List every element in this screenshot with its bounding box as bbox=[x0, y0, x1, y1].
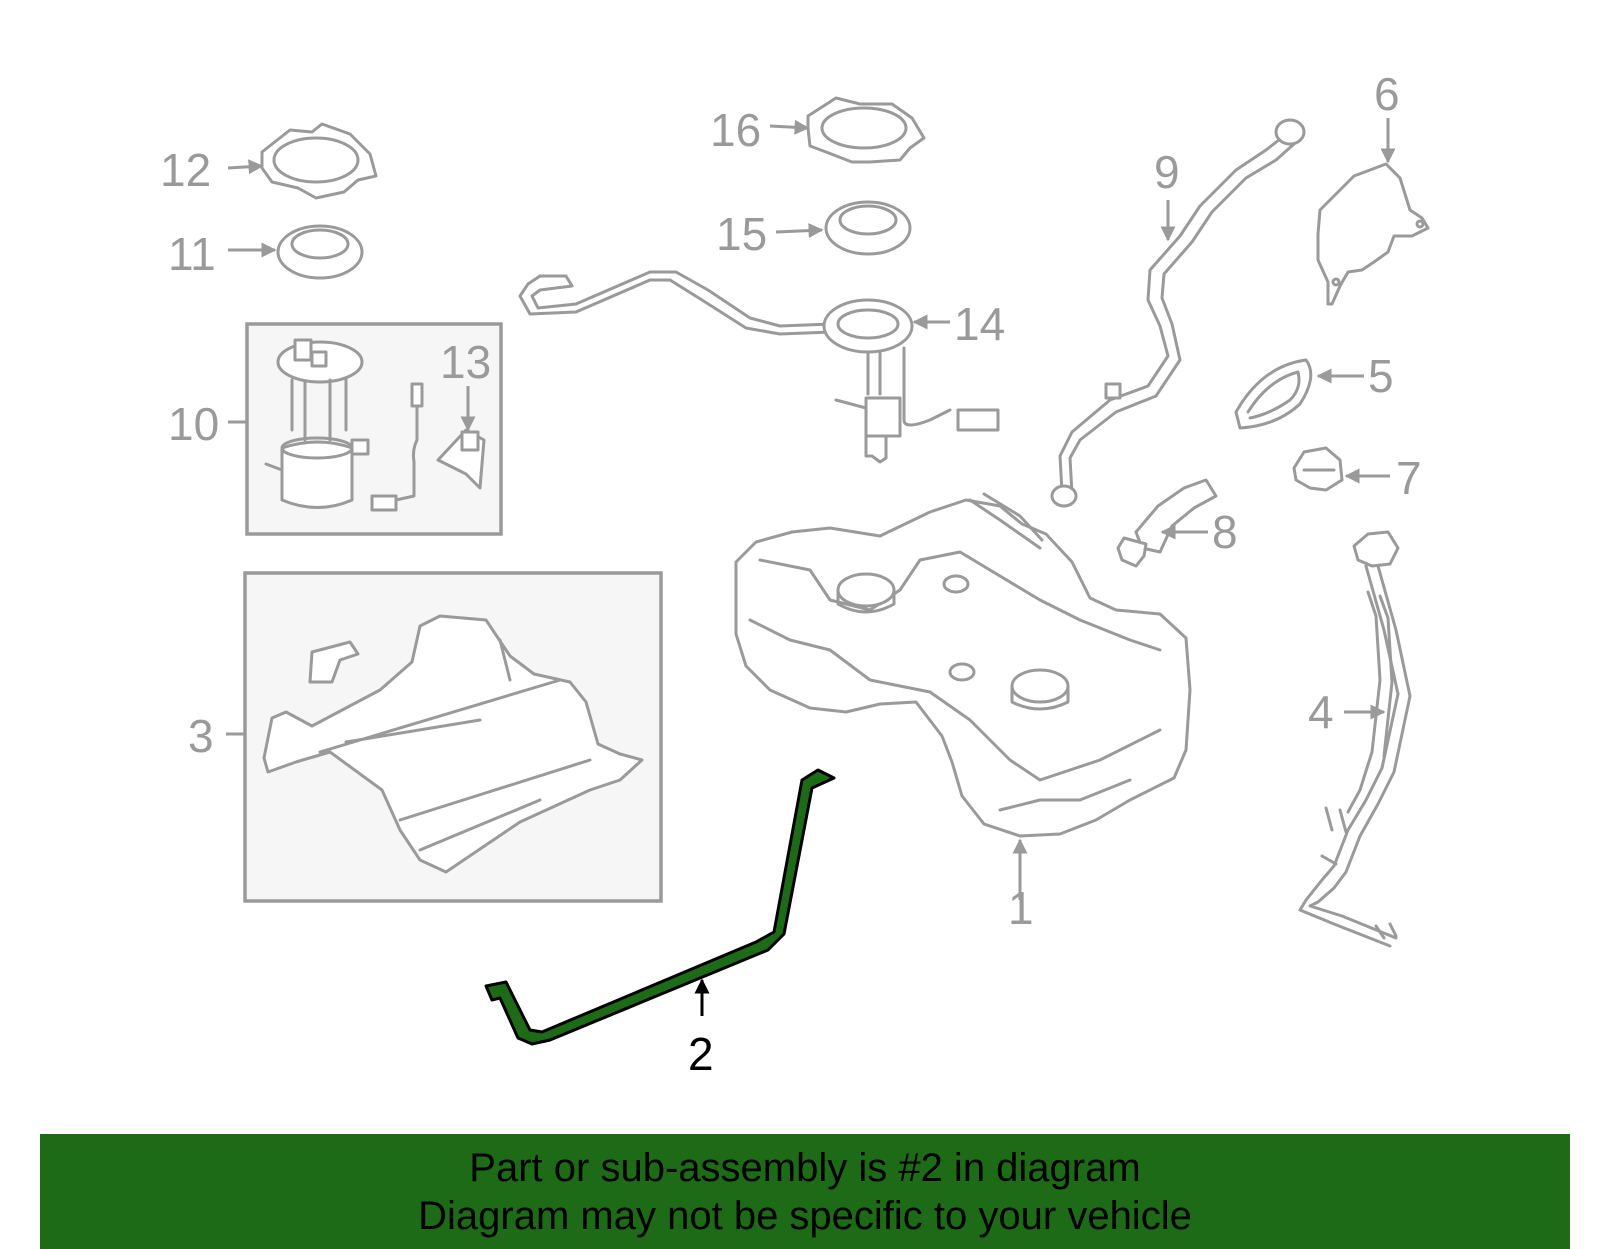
part-4-filler-pipe bbox=[1298, 530, 1412, 948]
callout-7: 7 bbox=[1396, 452, 1422, 504]
part-10-fuel-pump bbox=[264, 338, 370, 509]
part-16-lock-ring bbox=[806, 96, 926, 164]
part-5-gasket bbox=[1234, 358, 1313, 430]
callout-12: 12 bbox=[160, 144, 211, 196]
part-3-heat-shield bbox=[262, 614, 644, 874]
part-15-seal bbox=[824, 200, 912, 256]
part-6-bracket bbox=[1316, 162, 1430, 306]
part-12-lock-ring bbox=[260, 122, 378, 200]
callout-2: 2 bbox=[688, 1028, 714, 1080]
part-11-seal bbox=[276, 224, 364, 280]
callout-10: 10 bbox=[168, 398, 219, 450]
callout-8: 8 bbox=[1212, 506, 1238, 558]
callout-11: 11 bbox=[168, 228, 216, 280]
callout-3: 3 bbox=[188, 710, 214, 762]
callout-1: 1 bbox=[1008, 882, 1034, 934]
callout-6: 6 bbox=[1374, 68, 1400, 120]
callout-14: 14 bbox=[954, 298, 1005, 350]
banner-line-2: Diagram may not be specific to your vehi… bbox=[418, 1194, 1192, 1238]
info-banner: Part or sub-assembly is #2 in diagram Di… bbox=[40, 1134, 1570, 1249]
callout-5: 5 bbox=[1368, 350, 1394, 402]
part-1-fuel-tank bbox=[734, 492, 1192, 838]
callout-4: 4 bbox=[1308, 686, 1334, 738]
callout-16: 16 bbox=[710, 104, 761, 156]
part-8-hose bbox=[1116, 478, 1218, 568]
banner-line-1: Part or sub-assembly is #2 in diagram bbox=[469, 1146, 1141, 1190]
callout-15: 15 bbox=[716, 208, 767, 260]
part-7-cap bbox=[1292, 446, 1344, 492]
part-13-sender bbox=[370, 382, 486, 512]
part-2-fuel-tank-strap bbox=[484, 768, 836, 1046]
part-14-sender bbox=[518, 270, 1000, 464]
part-9-vent-hose bbox=[1050, 118, 1306, 508]
callout-9: 9 bbox=[1154, 146, 1180, 198]
callout-13: 13 bbox=[440, 336, 491, 388]
